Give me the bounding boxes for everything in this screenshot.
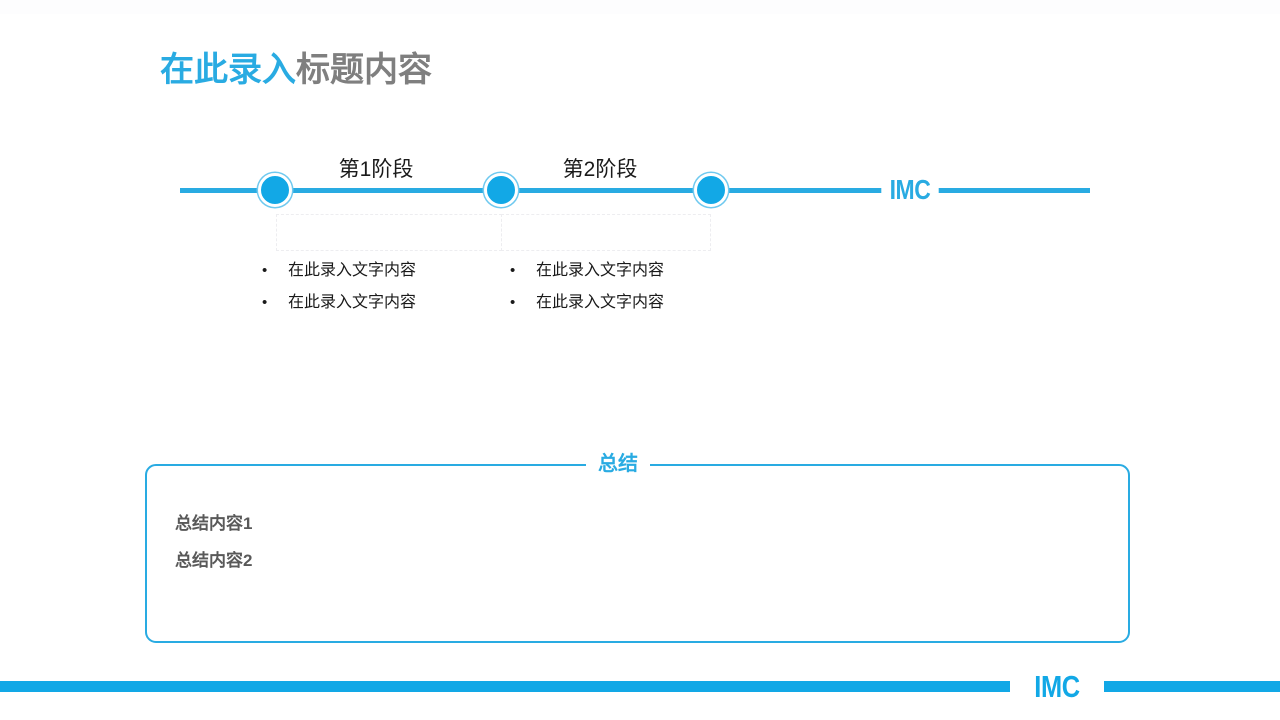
timeline-node-1[interactable] <box>258 173 292 207</box>
bullet-text: 在此录入文字内容 <box>536 262 665 279</box>
placeholder-box-1 <box>276 214 502 251</box>
summary-panel <box>145 464 1130 643</box>
footer-bar-left <box>0 681 1010 692</box>
footer-bar-right <box>1104 681 1280 692</box>
timeline-axis <box>180 188 1090 193</box>
bullet-text: 在此录入文字内容 <box>288 294 417 311</box>
timeline-imc-logo: IMC <box>881 173 939 207</box>
bullet-column-1: • 在此录入文字内容 • 在此录入文字内容 <box>262 255 416 319</box>
summary-line: 总结内容2 <box>175 551 253 570</box>
page-title-muted: 标题内容 <box>296 51 432 89</box>
bullet-text: 在此录入文字内容 <box>288 262 417 279</box>
list-item[interactable]: • 在此录入文字内容 <box>262 287 416 319</box>
bullet-dot-icon: • <box>510 262 516 279</box>
footer-imc-logo: IMC <box>1025 668 1089 706</box>
bullet-dot-icon: • <box>510 294 516 311</box>
timeline-node-2[interactable] <box>484 173 518 207</box>
list-item[interactable]: • 在此录入文字内容 <box>510 255 664 287</box>
placeholder-box-2 <box>501 214 711 251</box>
timeline-node-3[interactable] <box>694 173 728 207</box>
bullet-dot-icon: • <box>262 262 268 279</box>
bullet-dot-icon: • <box>262 294 268 311</box>
bullet-column-2: • 在此录入文字内容 • 在此录入文字内容 <box>510 255 664 319</box>
list-item[interactable]: • 在此录入文字内容 <box>262 255 416 287</box>
bullet-text: 在此录入文字内容 <box>536 294 665 311</box>
summary-panel-body: 总结内容1 总结内容2 <box>175 505 252 579</box>
page-title-accent: 在此录入 <box>160 51 296 89</box>
page-title: 在此录入标题内容 <box>160 48 432 92</box>
list-item[interactable]: • 在此录入文字内容 <box>510 287 664 319</box>
summary-panel-title: 总结 <box>586 451 650 477</box>
top-band <box>0 0 1280 14</box>
stage-label-1: 第1阶段 <box>338 158 414 181</box>
summary-line: 总结内容1 <box>175 514 253 533</box>
stage-label-2: 第2阶段 <box>562 158 638 181</box>
